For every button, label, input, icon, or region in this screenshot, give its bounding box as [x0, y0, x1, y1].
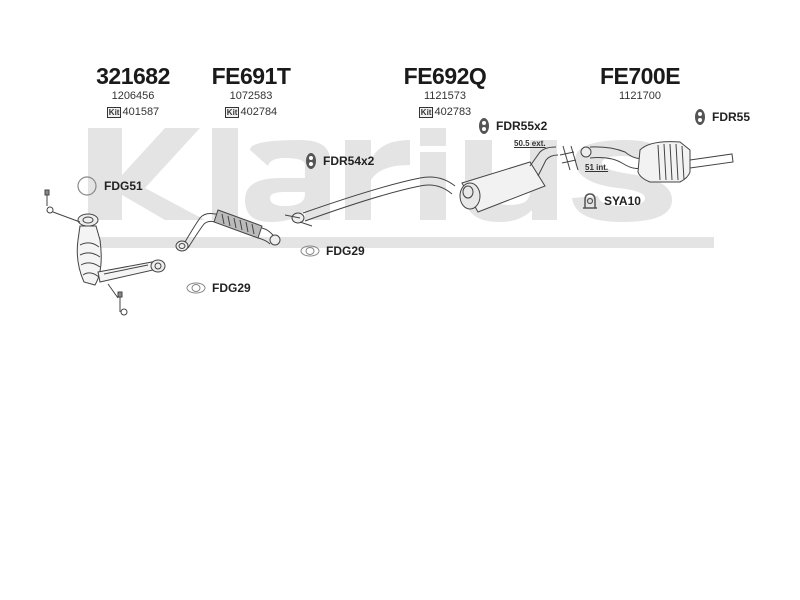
accessory-fdg51[interactable]: FDG51 [76, 175, 143, 197]
kit-number-value: 401587 [122, 106, 160, 118]
accessory-code: SYA10 [604, 194, 641, 208]
part-code: FE700E [599, 63, 681, 89]
centre-silencer-drawing[interactable] [284, 146, 559, 227]
pipe-break-marks [559, 145, 579, 171]
accessory-fdg29-front[interactable]: FDG29 [186, 281, 251, 295]
oe-number: 1121700 [618, 90, 661, 102]
kit-icon: Kit [224, 107, 240, 118]
ring-gasket-icon [77, 176, 97, 196]
kit-number: Kit 401587 [88, 106, 178, 119]
dimension-internal: 51 int. [585, 163, 609, 172]
dimension-external: 50.5 ext. [514, 139, 546, 148]
rubber-mount-icon [306, 153, 316, 169]
watermark-underline [98, 237, 714, 248]
kit-icon: Kit [106, 107, 122, 118]
accessory-fdr55x2[interactable]: FDR55x2 [478, 117, 547, 135]
oe-number: 1121573 [423, 90, 466, 102]
kit-number-value: 402784 [240, 106, 278, 118]
kit-number-value: 402783 [434, 106, 472, 118]
kit-number: Kit 402784 [206, 106, 296, 119]
rear-silencer-drawing[interactable] [580, 141, 734, 183]
catalytic-converter-drawing[interactable] [76, 213, 166, 286]
accessory-fdr55[interactable]: FDR55 [694, 108, 750, 126]
flex-pipe-drawing[interactable] [175, 209, 281, 252]
oe-number: 1072583 [229, 90, 273, 102]
clamp-icon [583, 193, 597, 209]
accessory-fdr54x2[interactable]: FDR54x2 [305, 152, 374, 170]
kit-icon: Kit [418, 107, 434, 118]
flange-gasket-icon [186, 282, 206, 294]
rubber-mount-icon [695, 109, 705, 125]
accessory-code: FDG29 [326, 244, 365, 258]
part-fe692q[interactable]: FE692Q 1121573 Kit 402783 [400, 64, 490, 119]
part-code: FE691T [211, 63, 291, 89]
part-321682[interactable]: 321682 1206456 Kit 401587 [88, 64, 178, 119]
lambda-sensor-upper [44, 189, 81, 223]
part-fe691t[interactable]: FE691T 1072583 Kit 402784 [206, 64, 296, 119]
part-fe700e[interactable]: FE700E 1121700 [595, 64, 685, 103]
kit-number: Kit 402783 [400, 106, 490, 119]
accessory-code: FDG29 [212, 281, 251, 295]
accessory-sya10[interactable]: SYA10 [582, 192, 641, 210]
lambda-sensor-lower [107, 283, 128, 316]
part-code: 321682 [96, 63, 170, 89]
accessory-code: FDR54x2 [323, 154, 375, 168]
rubber-mount-icon [479, 118, 489, 134]
accessory-code: FDR55 [712, 110, 751, 124]
accessory-code: FDR55x2 [496, 119, 548, 133]
oe-number: 1206456 [111, 90, 155, 102]
accessory-code: FDG51 [104, 179, 143, 193]
flange-gasket-icon [300, 245, 320, 257]
part-code: FE692Q [403, 63, 487, 89]
accessory-fdg29-mid[interactable]: FDG29 [300, 244, 365, 258]
